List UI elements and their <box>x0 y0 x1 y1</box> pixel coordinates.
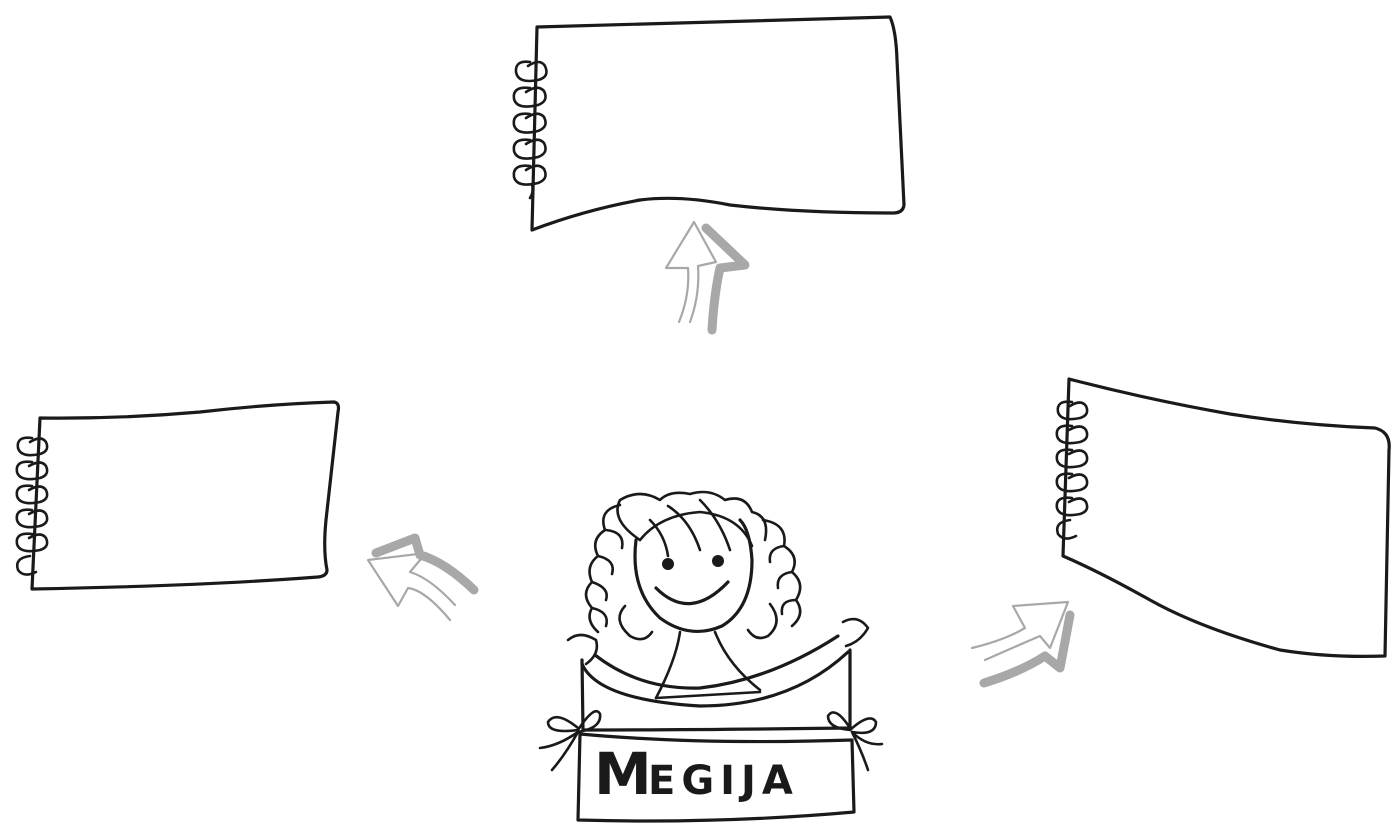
arrow-up-right-icon <box>970 600 1075 688</box>
banner-label: EGIJA <box>648 758 799 804</box>
girl-character-illustration <box>566 490 870 708</box>
notepad-left <box>15 400 341 591</box>
notepad-top <box>512 15 906 232</box>
eye-left <box>662 558 674 570</box>
spiral-binding-icon <box>15 436 49 576</box>
smile <box>654 580 730 606</box>
arrow-up-icon <box>664 220 750 335</box>
arrow-up-left-icon <box>366 533 479 622</box>
spiral-binding-icon <box>512 60 548 200</box>
notepad-right <box>1055 377 1391 658</box>
hair <box>584 490 802 641</box>
spiral-binding-icon <box>1055 400 1089 540</box>
banner <box>538 648 884 823</box>
eye-right <box>712 555 724 567</box>
banner-initial: M <box>594 740 652 808</box>
face <box>633 518 754 633</box>
